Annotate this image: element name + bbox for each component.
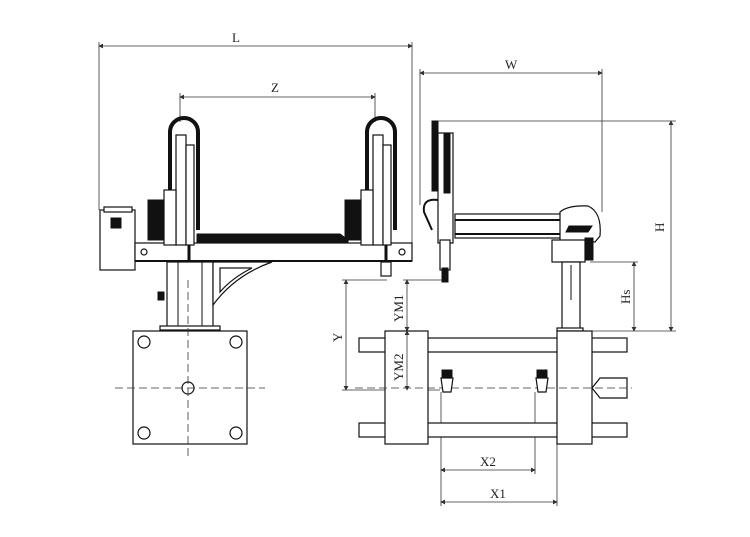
dimension-label-Y: Y — [330, 332, 345, 342]
gripper-2 — [535, 369, 549, 393]
dimension-X2: X2 — [440, 392, 536, 506]
fixed-platen — [556, 330, 593, 445]
dimension-W: W — [419, 57, 603, 212]
dimension-label-W: W — [505, 57, 518, 72]
right-vertical-arm — [344, 116, 397, 277]
moving-platen — [384, 330, 429, 445]
dimension-Hs: Hs — [590, 261, 638, 332]
dimension-X1: X1 — [440, 444, 558, 506]
dimension-label-Z: Z — [271, 80, 279, 95]
dimension-label-X2: X2 — [480, 454, 496, 469]
left-vertical-arm — [147, 116, 200, 277]
mold-plate-front — [115, 280, 265, 460]
dimension-Z: Z — [179, 80, 376, 122]
arm-head — [559, 205, 601, 243]
dimension-label-Hs: Hs — [618, 290, 633, 304]
dimension-label-H: H — [652, 223, 667, 232]
dimension-label-X1: X1 — [490, 486, 506, 501]
support-column — [166, 261, 214, 331]
dimension-label-YM2: YM2 — [391, 354, 406, 381]
dimension-YM2: YM2 — [391, 330, 410, 391]
dimension-L: L — [98, 30, 413, 243]
gripper-1 — [440, 369, 454, 393]
main-beam — [134, 242, 413, 262]
side-view-robot — [422, 120, 601, 332]
cable-chain — [196, 233, 349, 244]
front-view-robot — [99, 116, 413, 331]
dimension-label-YM1: YM1 — [391, 295, 406, 322]
dimension-label-L: L — [232, 30, 240, 45]
dimension-YM1: YM1 — [391, 279, 442, 332]
dimension-H: H — [438, 120, 676, 332]
injection-machine — [355, 330, 632, 445]
